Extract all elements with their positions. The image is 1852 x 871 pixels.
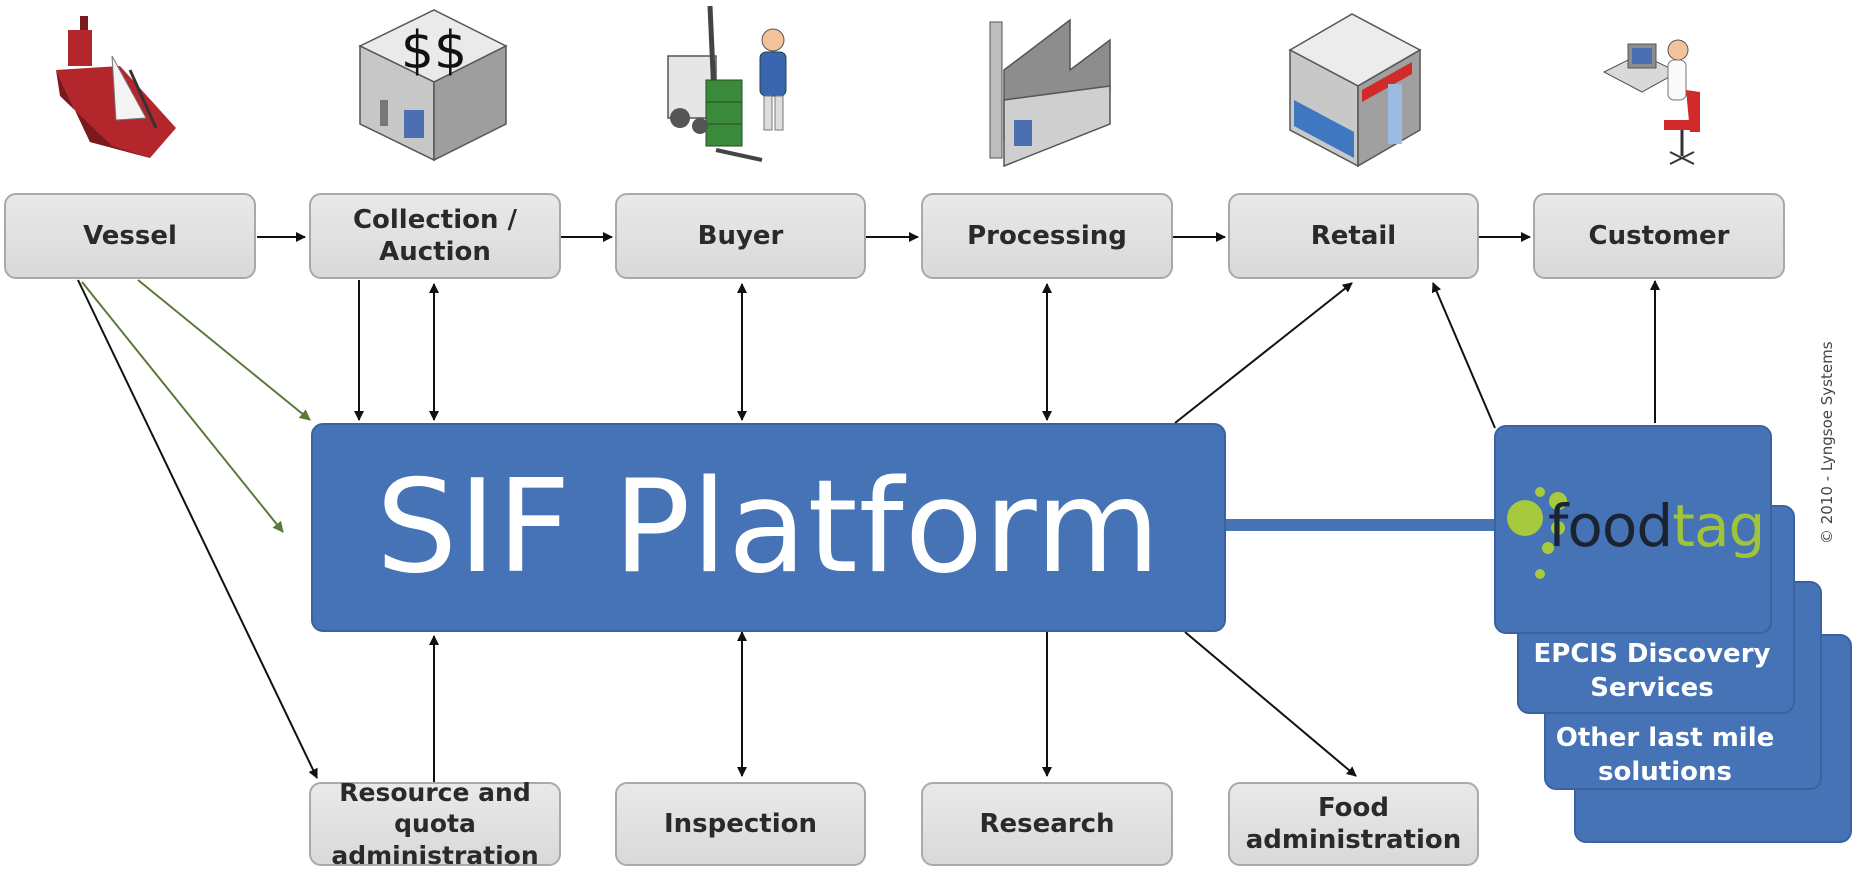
node-customer: Customer [1533,193,1785,279]
node-food-admin-label: Food administration [1245,792,1462,856]
node-collection-auction: Collection / Auction [309,193,561,279]
node-vessel: Vessel [4,193,256,279]
store-icon [1288,13,1422,168]
copyright-text: © 2010 - Lyngsoe Systems [1818,341,1836,544]
node-customer-label: Customer [1588,220,1730,251]
foodtag-word-tag: tag [1672,492,1765,560]
platform-foodtag-connector [1226,519,1496,531]
foodtag-word-food: food [1548,492,1673,560]
other-line-2: solutions [1598,756,1732,787]
epcis-label: EPCIS Discovery Services [1517,638,1787,706]
epcis-line-2: Services [1590,672,1714,703]
node-vessel-label: Vessel [83,220,177,251]
foodtag-bubbles-icon [1507,487,1567,579]
arrow-platform-food-admin [1184,631,1357,777]
other-line-1: Other last mile [1555,723,1775,753]
green-arrow-vessel-platform-1 [137,279,311,421]
arrow-platform-retail [1174,282,1353,424]
node-inspection-label: Inspection [663,808,818,839]
node-retail: Retail [1228,193,1479,279]
node-inspection: Inspection [615,782,866,866]
computer-user-icon [1602,39,1700,165]
svg-text:$$: $$ [401,21,467,81]
node-research: Research [921,782,1173,866]
node-resource-line-2: administration [331,840,539,870]
arrow-foodtag-retail [1431,282,1496,429]
stack-card-foodtag [1494,425,1772,634]
factory-icon [989,18,1111,168]
foodtag-logo: foodtag [1548,492,1765,560]
dollar-building-icon: $$ [358,9,508,162]
node-research-label: Research [979,808,1115,839]
node-resource-line-1: Resource and quota [339,778,531,839]
node-collection-label: Collection / Auction [352,204,518,268]
platform-title: SIF Platform [375,453,1162,602]
node-retail-label: Retail [1310,220,1397,251]
other-last-mile-label: Other last mile solutions [1530,722,1800,790]
node-food-administration: Food administration [1228,782,1479,866]
node-processing: Processing [921,193,1173,279]
node-resource-quota: Resource and quota administration [309,778,561,870]
sif-platform: SIF Platform [311,423,1226,632]
node-buyer-label: Buyer [697,220,784,251]
epcis-line-1: EPCIS Discovery [1533,639,1771,669]
node-buyer: Buyer [615,193,866,279]
arrow-vessel-resource [77,279,318,779]
node-processing-label: Processing [967,220,1127,251]
forklift-worker-icon [667,5,787,162]
ship-icon [56,16,176,158]
green-arrow-vessel-platform-2 [81,281,284,533]
